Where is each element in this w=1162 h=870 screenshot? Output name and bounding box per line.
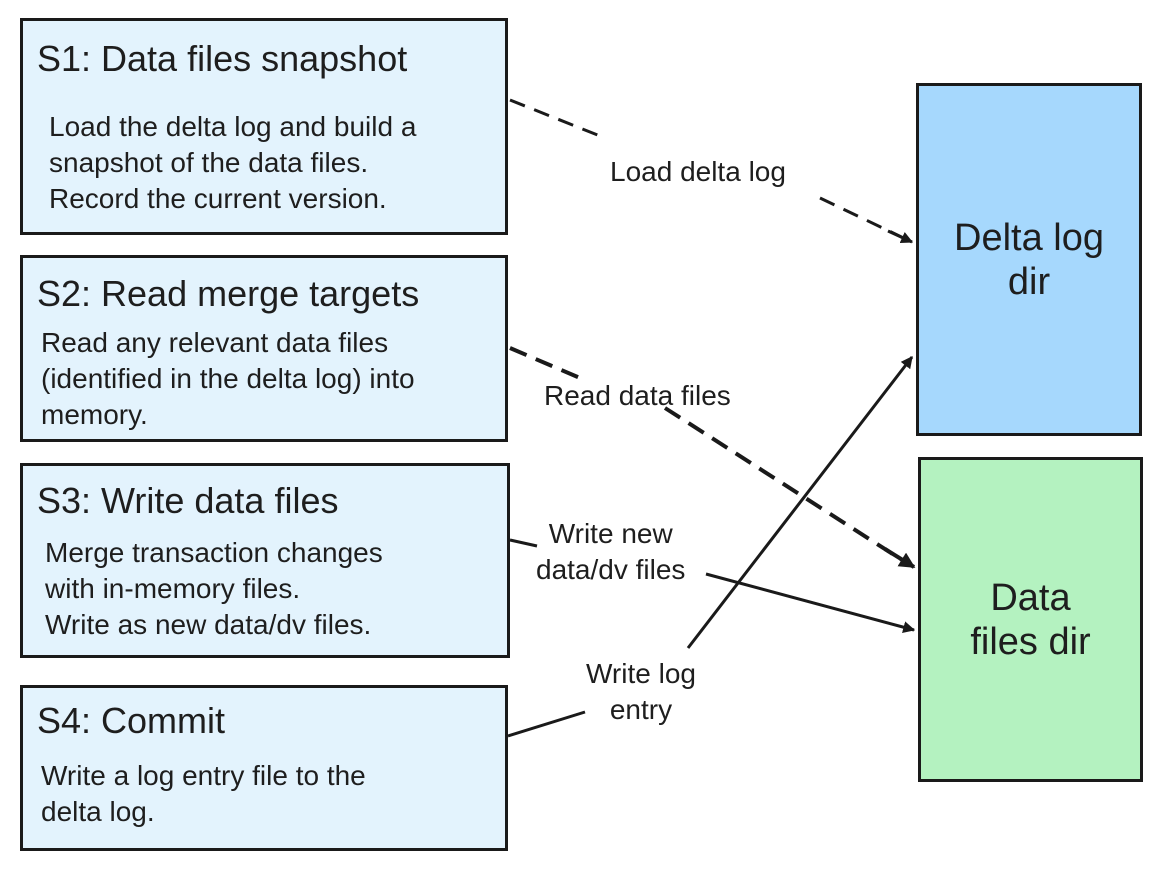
- data-files-dir-box: Data files dir: [918, 457, 1143, 782]
- step-s4-description: Write a log entry file to the delta log.: [41, 760, 366, 827]
- step-s2-description: Read any relevant data files (identified…: [41, 327, 415, 430]
- write-log-entry-arrow: [507, 357, 912, 738]
- step-s3-description: Merge transaction changes with in-memory…: [45, 537, 383, 640]
- delta-log-dir-label: Delta log dir: [954, 216, 1104, 303]
- step-s2-box: S2: Read merge targets Read any relevant…: [20, 255, 508, 442]
- step-s3-box: S3: Write data files Merge transaction c…: [20, 463, 510, 658]
- step-s1-title: S1: Data files snapshot: [37, 38, 408, 79]
- load-delta-log-label: Load delta log: [610, 156, 786, 187]
- write-log-entry-label: Write log entry: [586, 658, 696, 725]
- write-new-files-label: Write new data/dv files: [536, 518, 686, 585]
- read-data-files-arrowhead-line: [883, 547, 916, 569]
- data-files-dir-label: Data files dir: [970, 576, 1091, 663]
- read-data-files-arrow: [509, 346, 904, 562]
- step-s4-box: S4: Commit Write a log entry file to the…: [20, 685, 508, 851]
- delta-log-dir-box: Delta log dir: [916, 83, 1142, 436]
- step-s1-box: S1: Data files snapshot Load the delta l…: [20, 18, 508, 235]
- step-s4-title: S4: Commit: [37, 700, 226, 741]
- read-data-files-label: Read data files: [544, 380, 731, 411]
- step-s3-title: S3: Write data files: [37, 480, 339, 521]
- step-s1-description: Load the delta log and build a snapshot …: [49, 111, 417, 214]
- write-new-files-arrow: [509, 538, 914, 630]
- load-delta-log-arrowhead-line: [887, 229, 914, 244]
- step-s2-title: S2: Read merge targets: [37, 273, 420, 314]
